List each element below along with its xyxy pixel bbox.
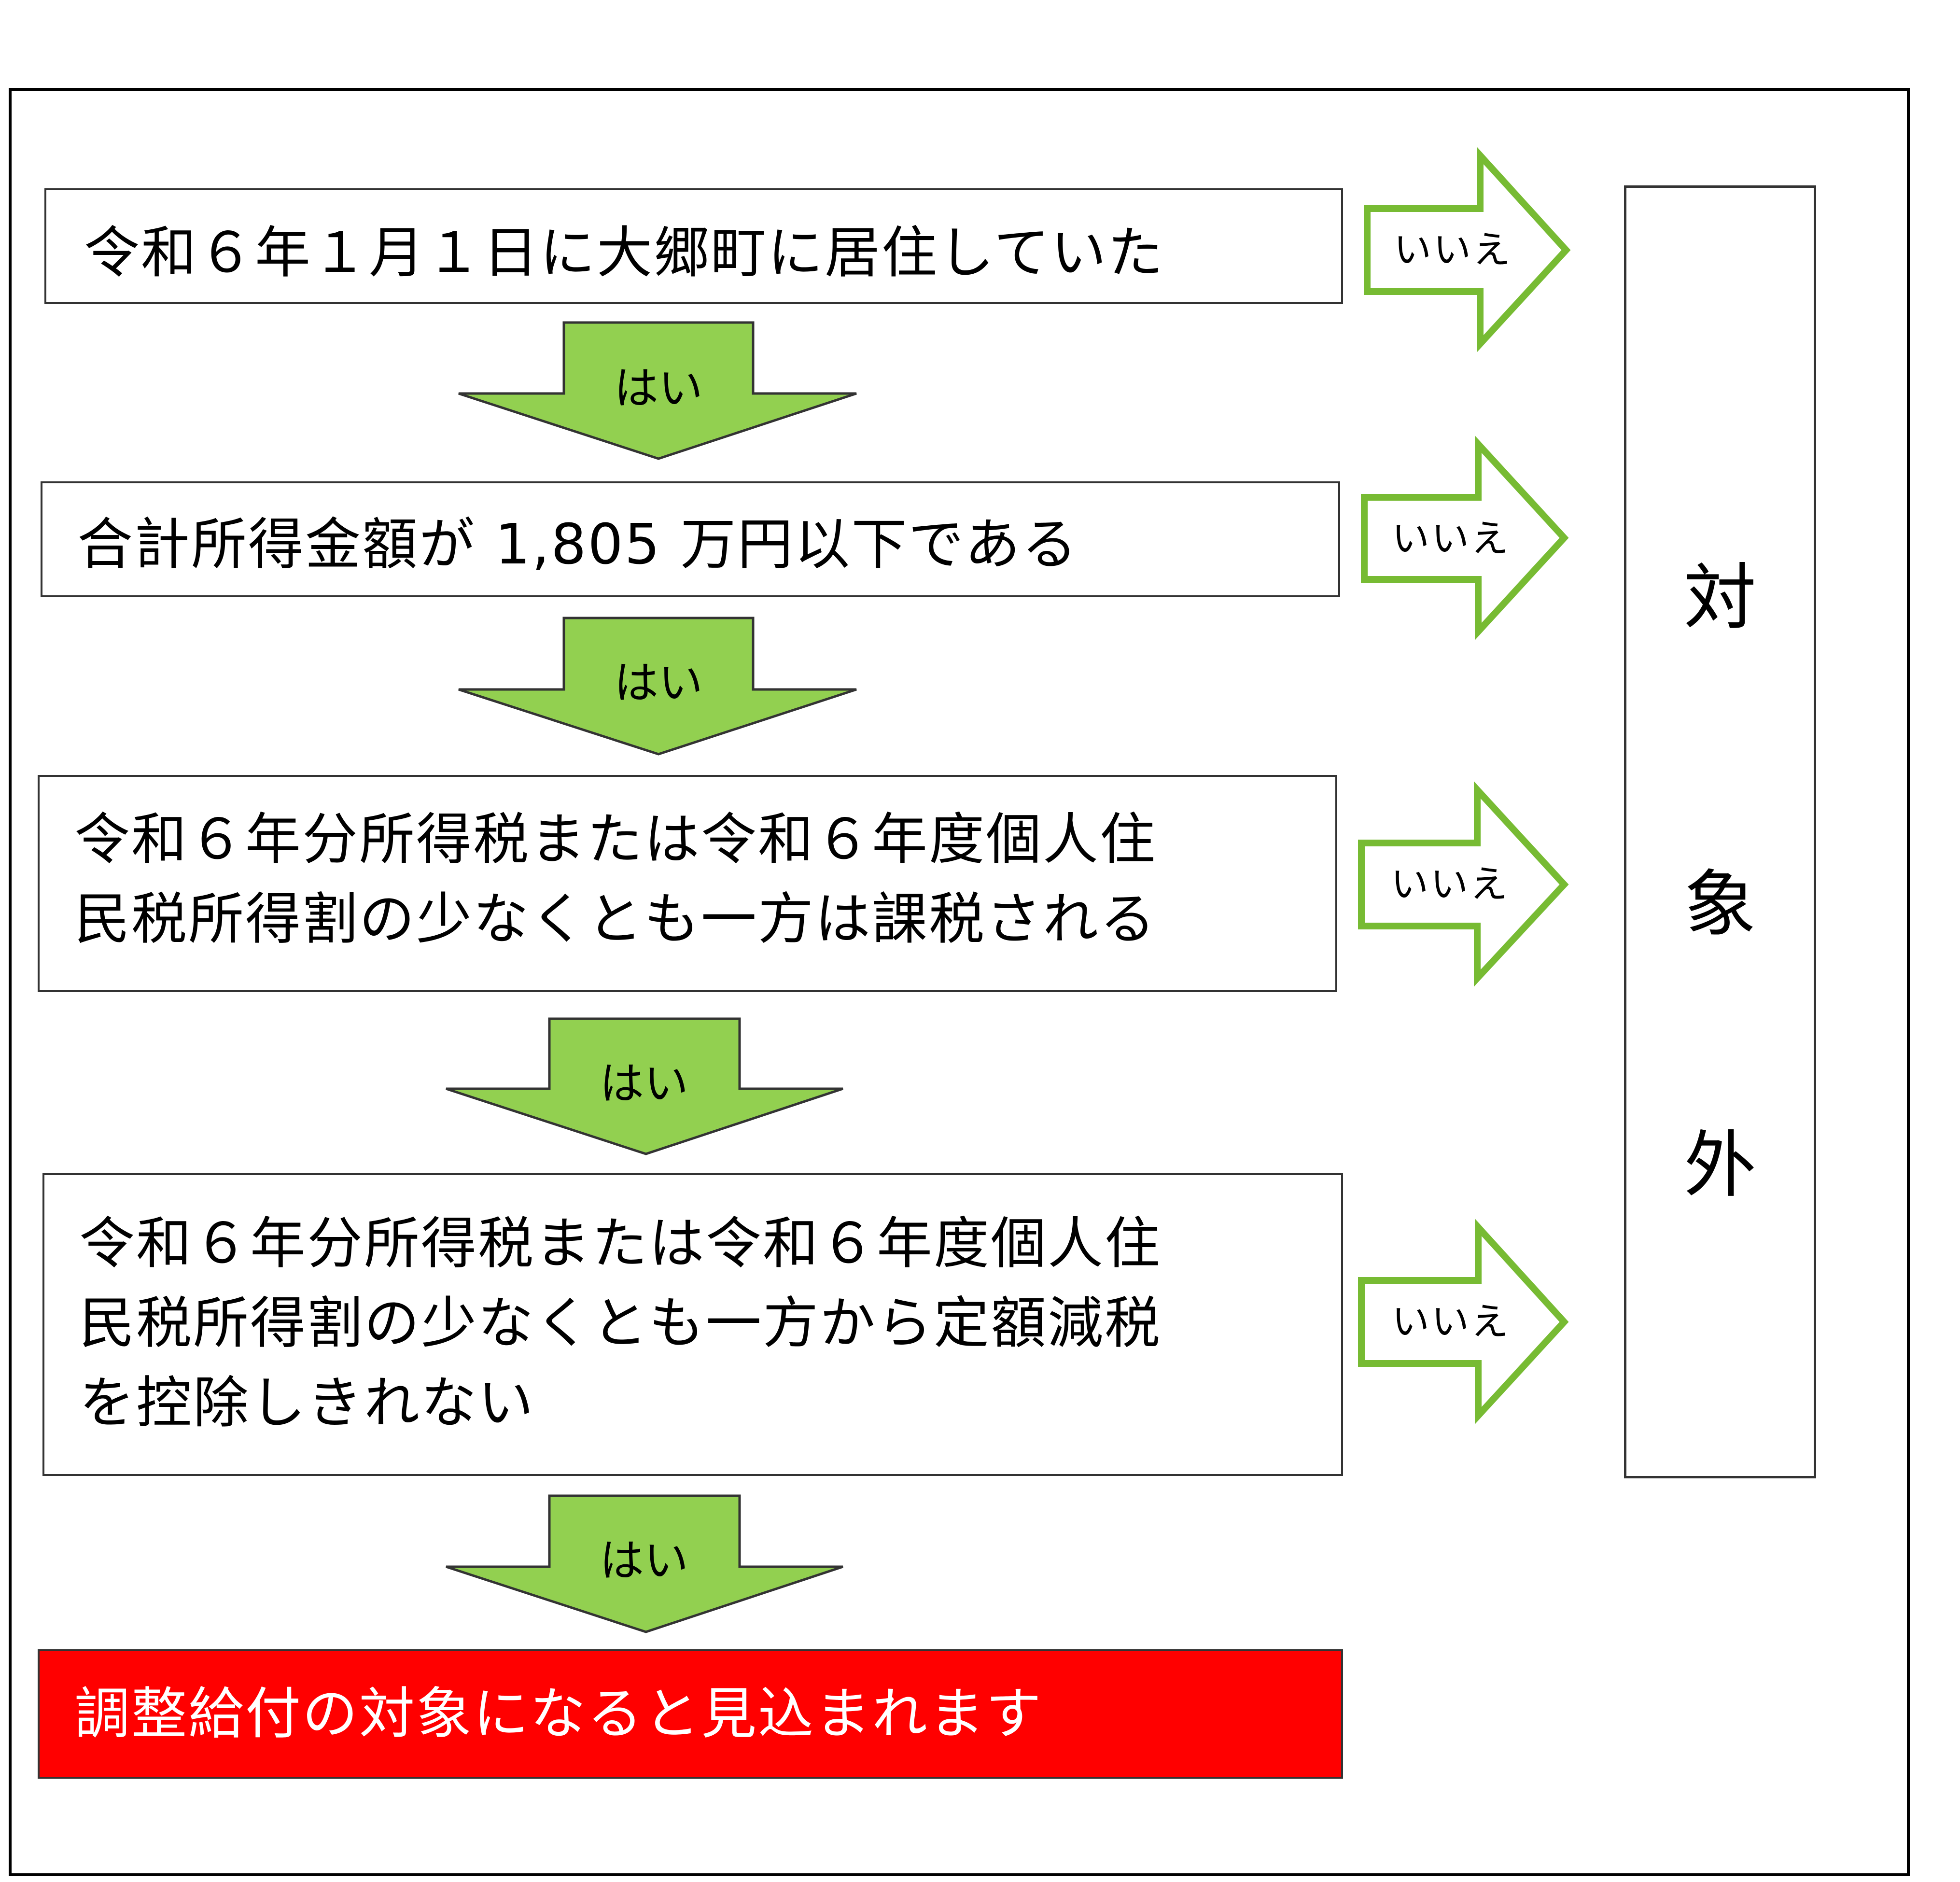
yes-arrow-down-3 (446, 1017, 843, 1155)
yes-label-1: はい (614, 363, 703, 414)
yes-label-3: はい (599, 1058, 688, 1110)
no-label-1: いいえ (1393, 228, 1512, 272)
outside-scope-box: 対 象 外 (1624, 185, 1816, 1478)
question-taxed-line-2: 民税所得割の少なくとも一方は課税される (74, 887, 1157, 952)
question-taxed-line-1: 令和６年分所得税または令和６年度個人住 (74, 807, 1157, 872)
yes-arrow-down-1 (458, 321, 857, 460)
yes-label-4: はい (599, 1535, 688, 1587)
question-deduction-line-1: 令和６年分所得税または令和６年度個人住 (79, 1211, 1162, 1276)
outside-char-2: 象 (1683, 863, 1756, 947)
outer-frame (9, 88, 1910, 1876)
question-deduction-line-3: を控除しきれない (79, 1371, 535, 1435)
no-arrow-right-4 (1358, 1218, 1569, 1424)
yes-arrow-down-4 (446, 1494, 843, 1633)
result-text: 調整給付の対象になると見込まれます (74, 1682, 1043, 1746)
outside-char-1: 対 (1683, 556, 1756, 640)
no-label-3: いいえ (1390, 863, 1510, 906)
outside-char-3: 外 (1683, 1124, 1756, 1208)
no-label-2: いいえ (1391, 517, 1511, 561)
no-arrow-right-1 (1364, 146, 1571, 352)
yes-arrow-down-2 (458, 617, 857, 756)
question-income-line-1: 合計所得金額が 1,805 万円以下である (77, 512, 1079, 577)
question-income: 合計所得金額が 1,805 万円以下である (41, 481, 1340, 597)
question-deduction: 令和６年分所得税または令和６年度個人住 民税所得割の少なくとも一方から定額減税 … (42, 1173, 1343, 1476)
question-residence-line-1: 令和６年１月１日に大郷町に居住していた (84, 221, 1165, 285)
no-arrow-right-3 (1358, 781, 1569, 987)
no-label-4: いいえ (1391, 1300, 1511, 1344)
question-taxed: 令和６年分所得税または令和６年度個人住 民税所得割の少なくとも一方は課税される (38, 775, 1337, 992)
no-arrow-right-2 (1361, 435, 1569, 640)
question-residence: 令和６年１月１日に大郷町に居住していた (44, 188, 1343, 304)
result-box: 調整給付の対象になると見込まれます (38, 1649, 1343, 1779)
yes-label-2: はい (614, 657, 703, 709)
question-deduction-line-2: 民税所得割の少なくとも一方から定額減税 (79, 1291, 1162, 1356)
